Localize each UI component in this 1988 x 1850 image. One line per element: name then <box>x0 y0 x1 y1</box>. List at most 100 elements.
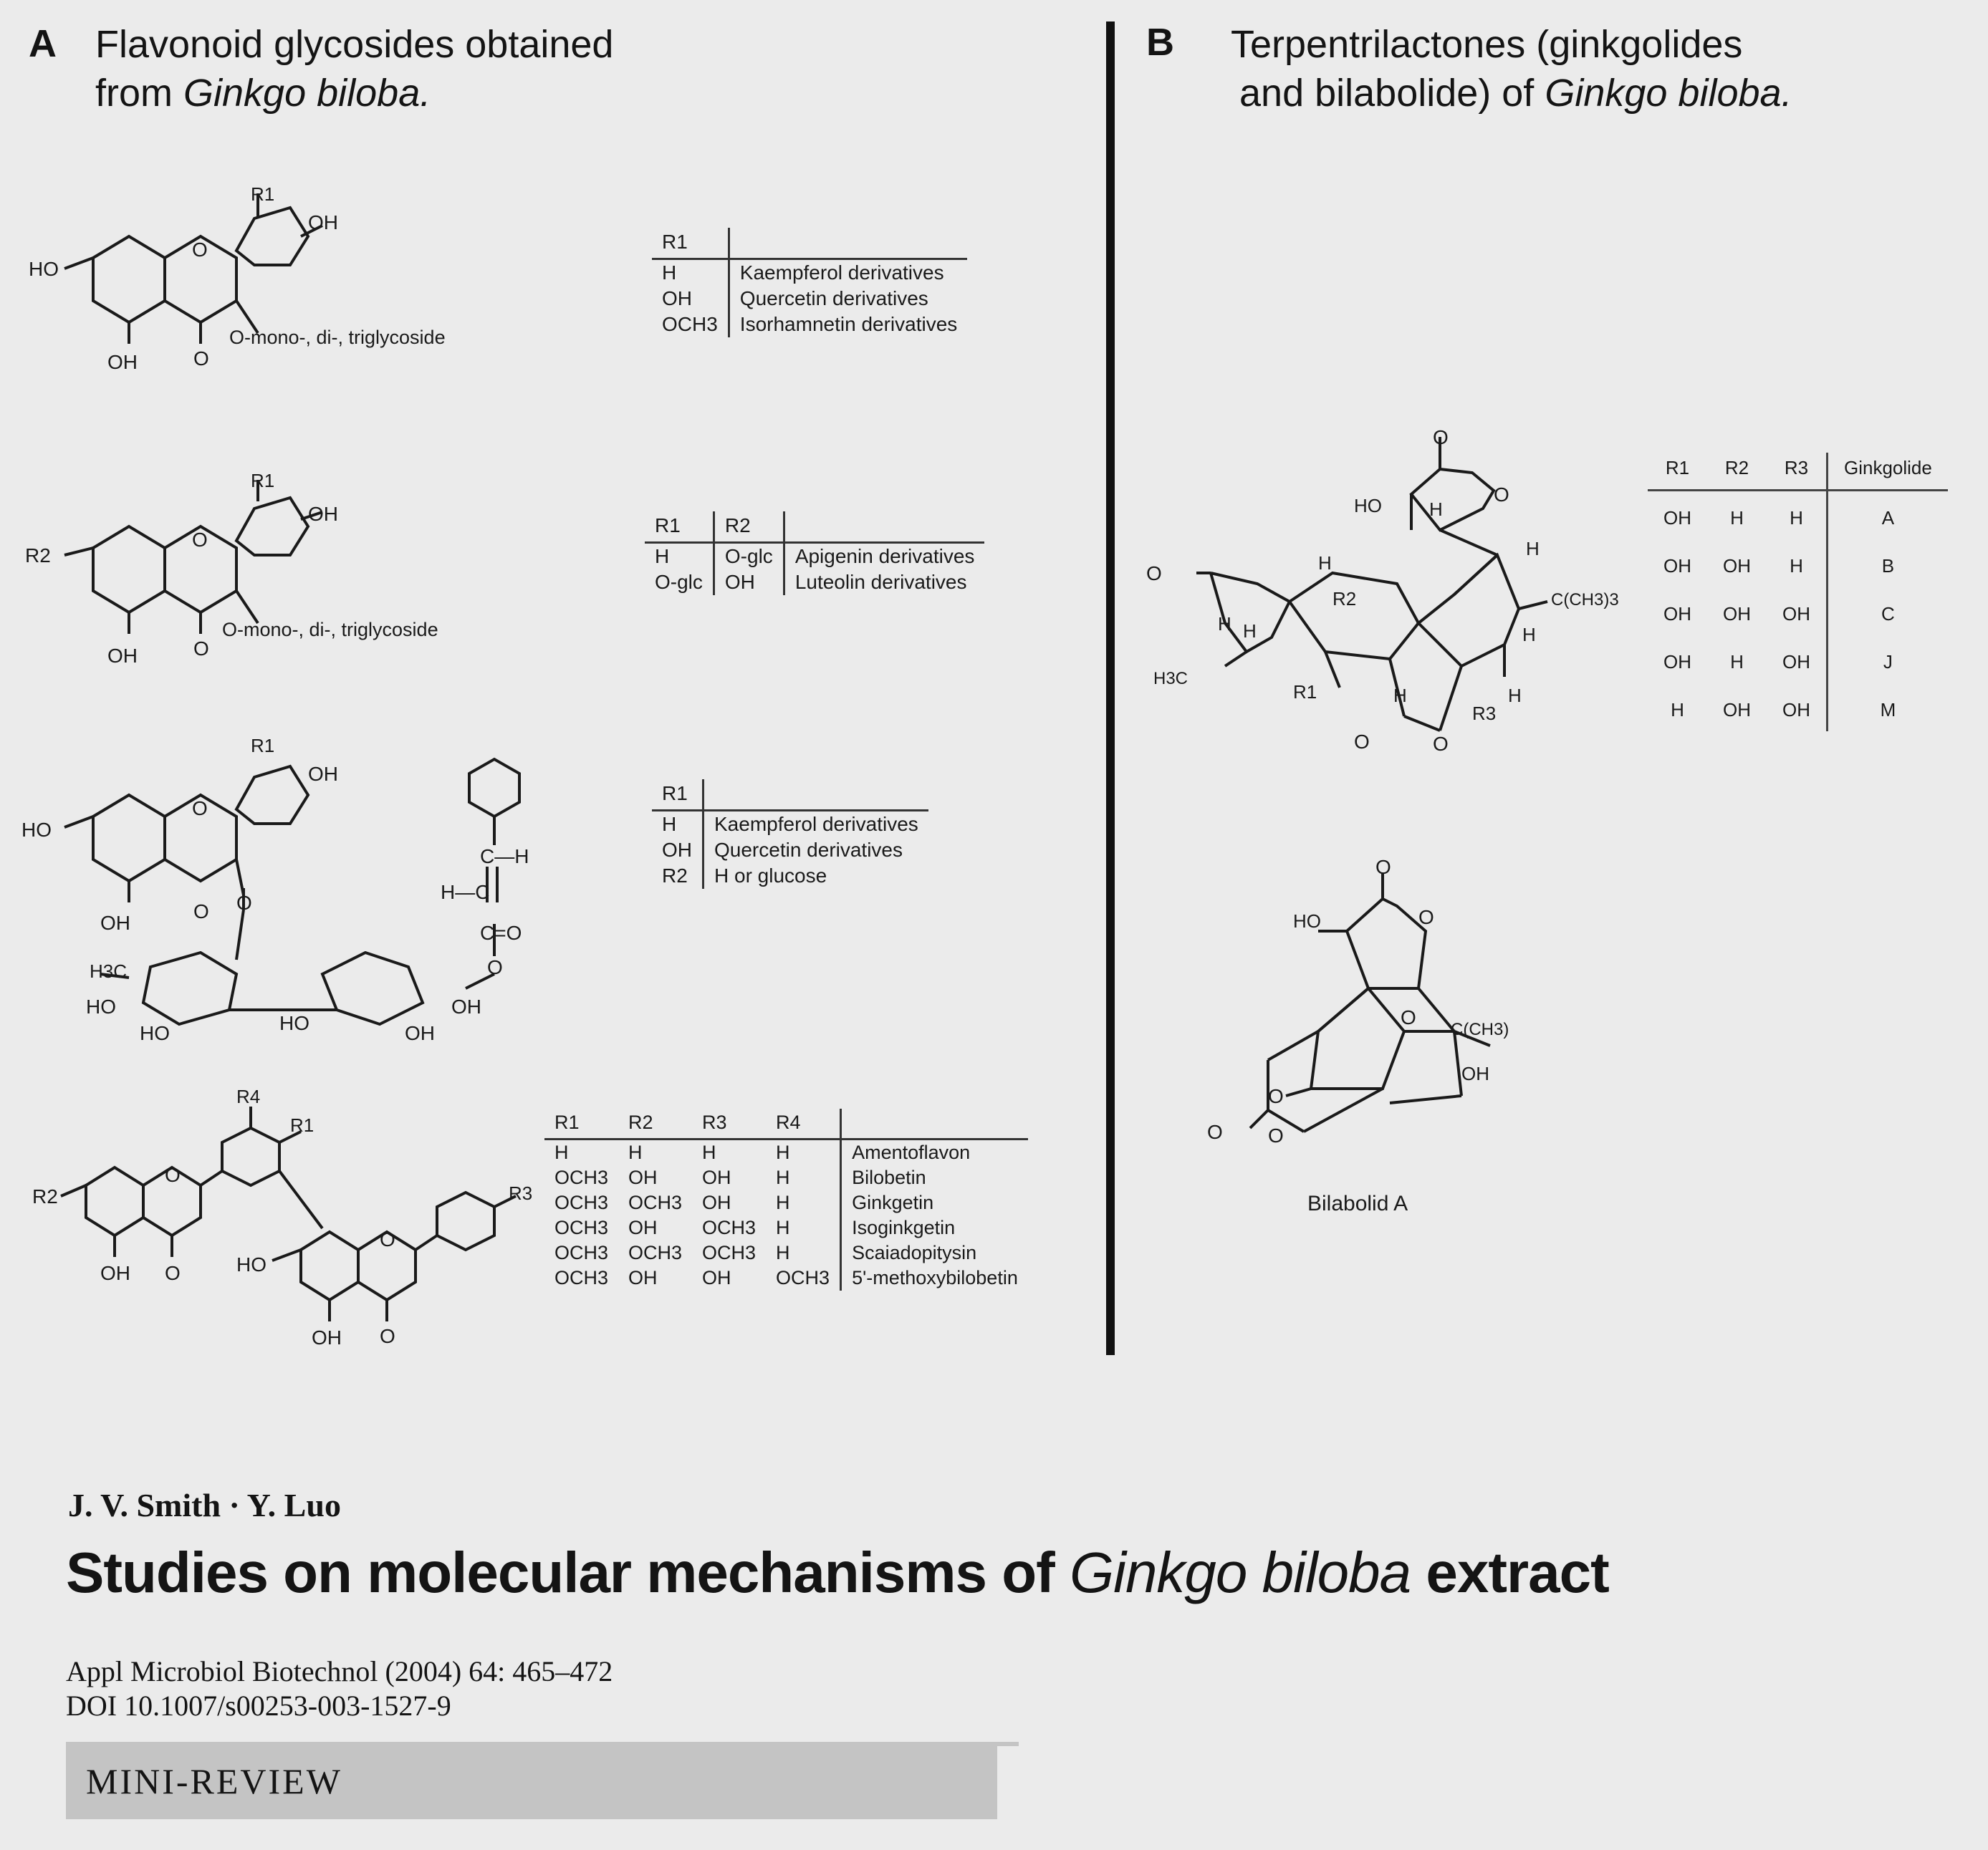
bb-ho-label: HO <box>1293 910 1321 932</box>
section-bar: MINI-REVIEW <box>66 1742 997 1819</box>
bb-o-mid: O <box>1401 1006 1416 1028</box>
bilabolide-structure: O HO O O C(CH3) OH O O O Bilabolid A <box>1207 856 1509 1215</box>
s4-ring-o1: O <box>165 1164 181 1186</box>
paper-title-italic: Ginkgo biloba <box>1069 1541 1411 1604</box>
panel-a-title-line1: Flavonoid glycosides obtained <box>95 23 614 66</box>
table1-header-blank <box>729 228 968 260</box>
gk-o-bottom2: O <box>1433 733 1449 755</box>
s3-h3c-label: H3C <box>90 960 127 982</box>
s3-sugar-ho1: HO <box>86 996 116 1018</box>
s3-ch-label: C—H <box>480 845 529 867</box>
gk-h8: H <box>1508 685 1522 706</box>
gk-o-left: O <box>1146 562 1162 584</box>
s3-oh-bottom: OH <box>100 912 130 934</box>
panel-b-title-line1: Terpentrilactones (ginkgolides <box>1231 23 1743 66</box>
flavone-glycoside-structure: R2 O R1 OH OH O O-mono-, di-, triglycosi… <box>25 470 438 667</box>
gk-r1-label: R1 <box>1293 681 1317 703</box>
bb-ctbu-label: C(CH3) <box>1451 1020 1509 1039</box>
gk-ctbu-label: C(CH3)3 <box>1551 590 1619 610</box>
s3-sugar-ho2: HO <box>140 1022 170 1044</box>
panel-a-title-line2: from Ginkgo biloba. <box>95 69 613 117</box>
s2-carbonyl-o: O <box>193 637 209 660</box>
panel-b-title-italic: Ginkgo biloba. <box>1545 72 1792 115</box>
s3-r1-label: R1 <box>251 735 274 756</box>
s3-co-label: C=O <box>480 922 522 944</box>
gk-h3: H <box>1318 552 1332 574</box>
panel-a-title-italic: Ginkgo biloba. <box>183 72 431 115</box>
s3-ring-o: O <box>192 797 208 819</box>
s4-r1-label: R1 <box>290 1114 314 1136</box>
gk-o-top: O <box>1433 426 1449 448</box>
gk-h7: H <box>1393 685 1407 706</box>
panel-b-title-line2: and bilabolide) of Ginkgo biloba. <box>1231 69 1792 117</box>
s4-r4-label: R4 <box>236 1086 260 1107</box>
s1-ho-label: HO <box>29 258 59 280</box>
paper-title-prefix: Studies on molecular mechanisms of <box>66 1541 1070 1604</box>
s3-sugar-ho3: HO <box>279 1012 309 1034</box>
s4-ho-label: HO <box>236 1253 266 1276</box>
s2-glycoside-label: O-mono-, di-, triglycoside <box>222 619 438 640</box>
s2-oh-bottom: OH <box>107 645 138 667</box>
panel-a-title: Flavonoid glycosides obtained from Ginkg… <box>95 20 613 117</box>
s1-ring-o: O <box>192 239 208 261</box>
gk-o-right: O <box>1494 483 1509 506</box>
s1-oh-bottom: OH <box>107 351 138 373</box>
biflavone-structure: R2 O R4 R1 OH O HO O R3 OH O <box>32 1086 532 1349</box>
bb-o-right: O <box>1418 906 1434 928</box>
s4-r2-label: R2 <box>32 1185 58 1208</box>
bb-oh-label: OH <box>1461 1063 1489 1084</box>
gk-h5: H <box>1218 613 1231 635</box>
s4-ring-o2: O <box>380 1228 395 1251</box>
section-label: MINI-REVIEW <box>86 1761 342 1801</box>
s3-ester-o: O <box>487 956 503 978</box>
s1-carbonyl-o: O <box>193 347 209 370</box>
s2-oh-label: OH <box>308 503 338 525</box>
s3-sugar-oh1: OH <box>405 1022 435 1044</box>
gk-h6: H <box>1243 620 1257 642</box>
panel-b-title-prefix: and bilabolide) of <box>1239 72 1545 115</box>
panel-b-title: Terpentrilactones (ginkgolides and bilab… <box>1231 20 1792 117</box>
paper-citation: Appl Microbiol Biotechnol (2004) 64: 465… <box>66 1654 613 1723</box>
bilabolide-caption: Bilabolid A <box>1307 1192 1408 1215</box>
s3-ho-label: HO <box>21 819 52 841</box>
journal-line: Appl Microbiol Biotechnol (2004) 64: 465… <box>66 1655 613 1687</box>
s1-r1-label: R1 <box>251 183 274 205</box>
s4-oh2: OH <box>312 1326 342 1349</box>
acylated-flavonol-glycoside-structure: HO O R1 OH OH O O C—H H—C C=O O H3C HO H… <box>21 735 529 1044</box>
panel-a-title-prefix: from <box>95 72 184 115</box>
gk-r3-label: R3 <box>1472 703 1496 724</box>
flavonol-glycoside-structure: HO O R1 OH OH O O-mono-, di-, triglycosi… <box>29 183 446 373</box>
s2-r1-label: R1 <box>251 470 274 491</box>
bb-o-bottom2: O <box>1268 1124 1284 1147</box>
doi-line[interactable]: DOI 10.1007/s00253-003-1527-9 <box>66 1690 451 1722</box>
s4-oh1: OH <box>100 1262 130 1284</box>
gk-o-bottom1: O <box>1354 731 1370 753</box>
s3-carbonyl-o: O <box>193 900 209 922</box>
paper-title: Studies on molecular mechanisms of Ginkg… <box>66 1540 1610 1606</box>
s4-carbonyl-o1: O <box>165 1262 181 1284</box>
s2-r2-label: R2 <box>25 544 51 567</box>
